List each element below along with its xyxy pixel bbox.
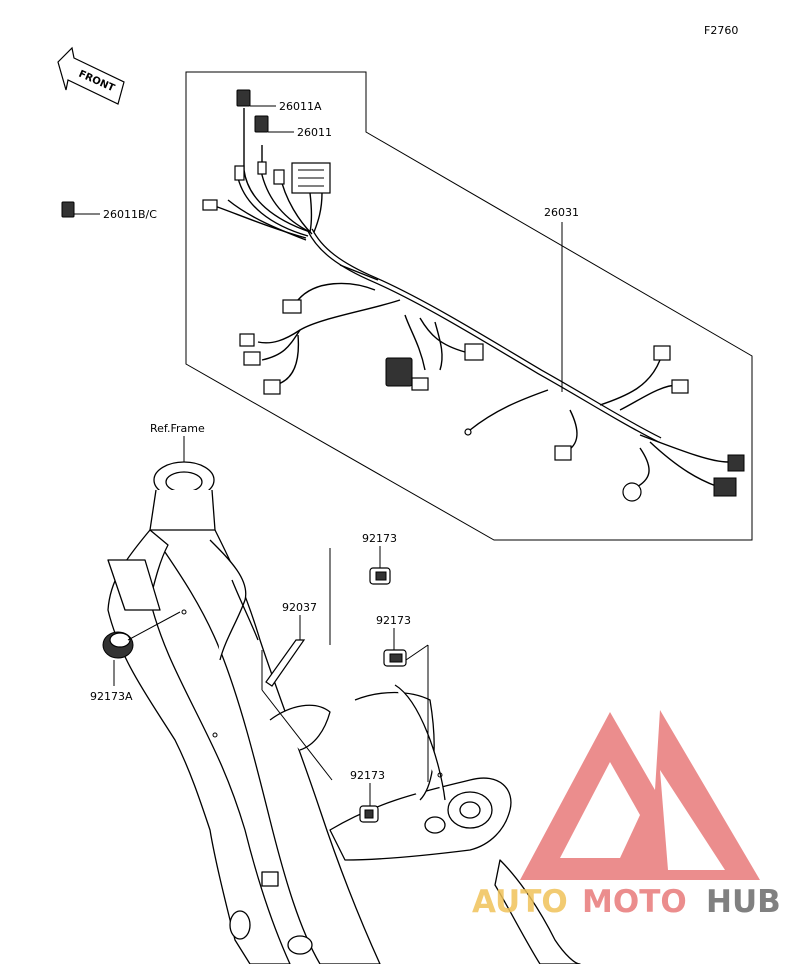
- label-26011A: 26011A: [279, 100, 322, 113]
- logo-moto: MOTO: [582, 884, 687, 920]
- logo-auto: AUTO: [472, 884, 568, 920]
- connector-26011BC: 26011B/C: [61, 201, 157, 221]
- label-92173-low: 92173: [350, 769, 385, 782]
- diagram-code: F2760: [704, 24, 738, 37]
- grommet-92173A: 92173A: [90, 611, 181, 703]
- connector-26011A: 26011A: [236, 89, 322, 113]
- front-arrow-icon: FRONT: [57, 46, 125, 105]
- ref-frame-label: Ref.Frame: [150, 422, 205, 435]
- automotohub-logo: AUTO MOTO HUB: [472, 710, 781, 920]
- wire-harness-26031: 26031: [202, 108, 745, 502]
- clamp-92173-low: 92173: [350, 769, 385, 823]
- band-92037: 92037: [261, 601, 333, 781]
- clamp-92173-top: 92173: [329, 532, 397, 645]
- label-92173-mid: 92173: [376, 614, 411, 627]
- label-26011BC: 26011B/C: [103, 208, 157, 221]
- label-92037: 92037: [282, 601, 317, 614]
- motorcycle-frame: [107, 461, 581, 964]
- label-92173-top: 92173: [362, 532, 397, 545]
- label-26011: 26011: [297, 126, 332, 139]
- label-92173A: 92173A: [90, 690, 133, 703]
- connector-26011: 26011: [254, 115, 332, 139]
- clamp-92173-mid: 92173: [376, 614, 429, 782]
- label-26031: 26031: [544, 206, 579, 219]
- logo-hub: HUB: [706, 884, 781, 920]
- harness-box: [185, 71, 753, 541]
